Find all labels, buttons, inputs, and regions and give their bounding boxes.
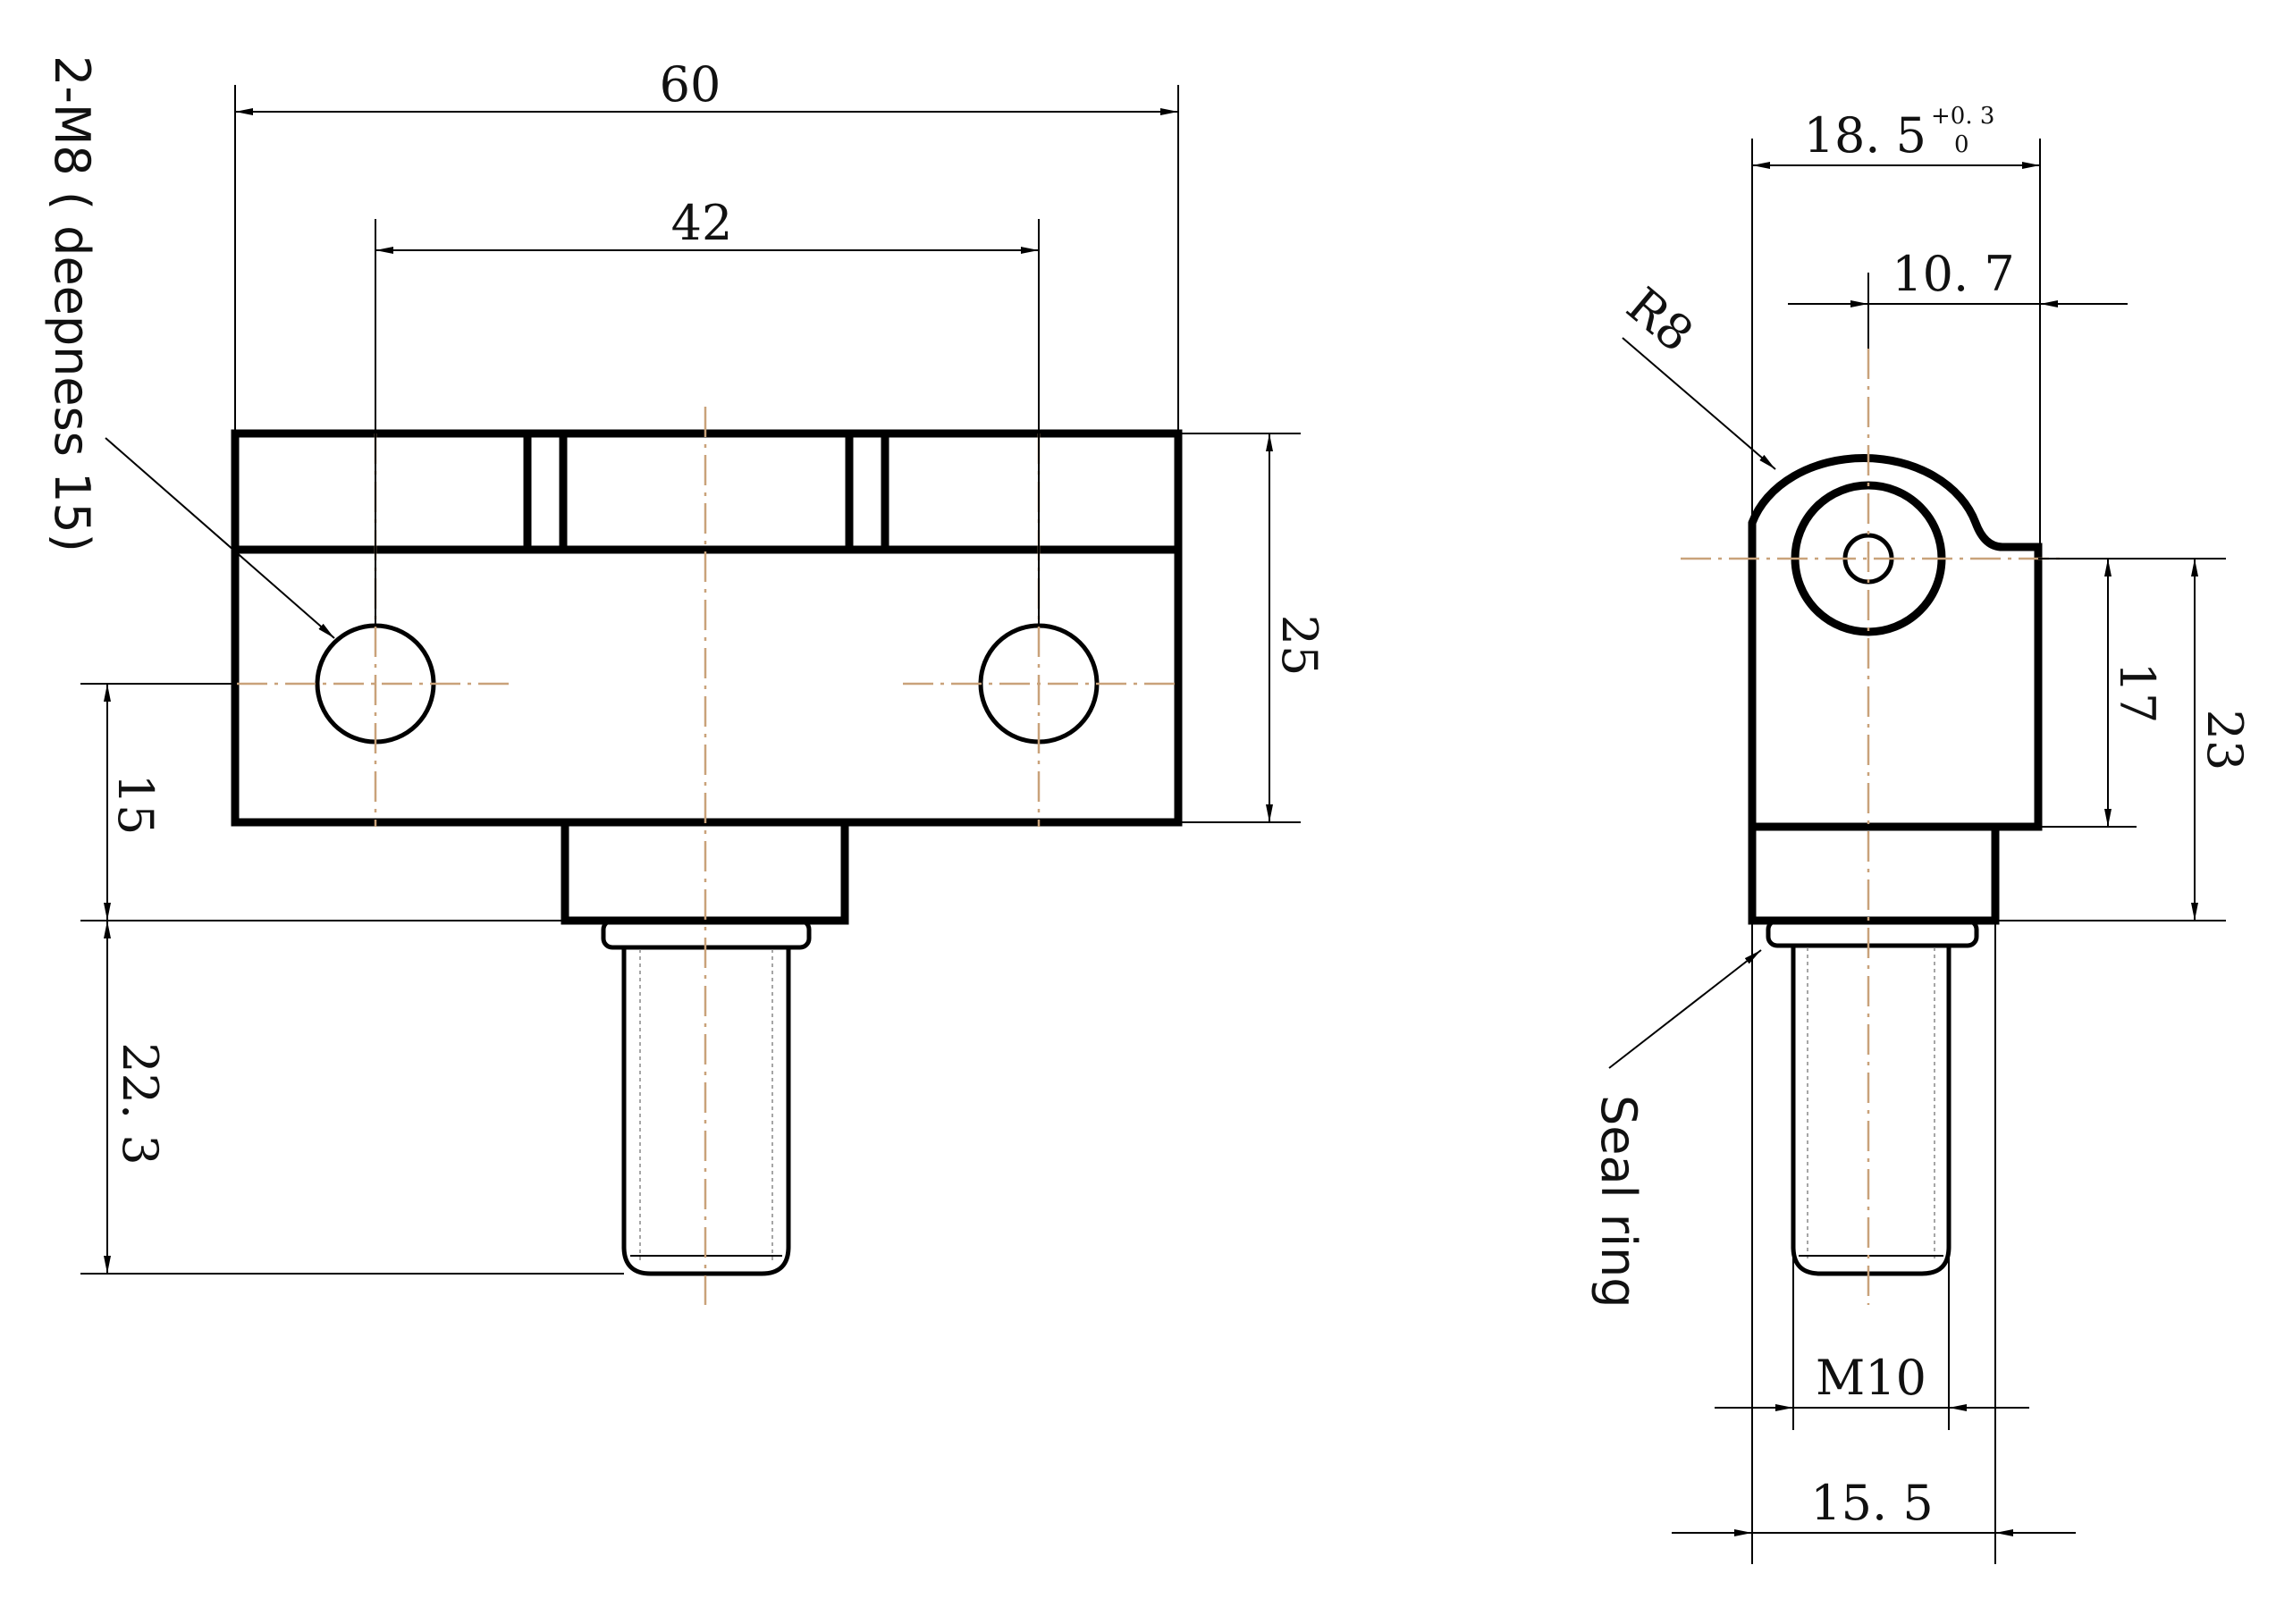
dim-radius: R8 [1616, 277, 1704, 363]
dim-center-offset: 10. 7 [1892, 246, 2014, 302]
front-centerlines [237, 407, 1176, 1305]
front-view: 60 42 25 15 22. 3 2-M8 ( deepness 15) [44, 55, 1328, 1305]
dim-height-23: 23 [2196, 710, 2253, 771]
side-neck [1748, 822, 2000, 925]
side-extension-lines [1751, 139, 2226, 1564]
side-centerlines [1681, 349, 2065, 1305]
dim-height-17: 17 [2109, 662, 2165, 724]
front-extension-lines [80, 85, 1301, 1275]
dim-side-width: 18. 5 +0. 3 0 [1804, 103, 1995, 164]
callout-seal-ring: Seal ring [1590, 1095, 1647, 1308]
dim-thread-m10: M10 [1816, 1350, 1926, 1406]
dim-body-height: 25 [1271, 615, 1328, 677]
svg-text:18. 5: 18. 5 [1804, 107, 1926, 164]
side-dimension-lines [1608, 162, 2198, 1536]
side-thread-stud [1791, 946, 1951, 1276]
thread-stud [621, 947, 791, 1276]
dim-overall-width: 60 [660, 56, 721, 113]
svg-text:0: 0 [1954, 131, 1969, 158]
dim-hole-spacing: 42 [671, 195, 733, 251]
dim-hole-height: 15 [107, 774, 164, 836]
callout-m8-holes: 2-M8 ( deepness 15) [44, 55, 100, 552]
svg-text:+0. 3: +0. 3 [1931, 103, 1994, 130]
dim-base-width: 15. 5 [1810, 1475, 1933, 1531]
side-view: 18. 5 +0. 3 0 10. 7 R8 17 23 M10 15. 5 S… [1590, 103, 2253, 1564]
front-dimension-lines [104, 108, 1273, 1274]
side-seal-collar [1766, 918, 1979, 948]
dim-thread-length: 22. 3 [112, 1042, 168, 1165]
side-body-outline [1748, 453, 2043, 831]
